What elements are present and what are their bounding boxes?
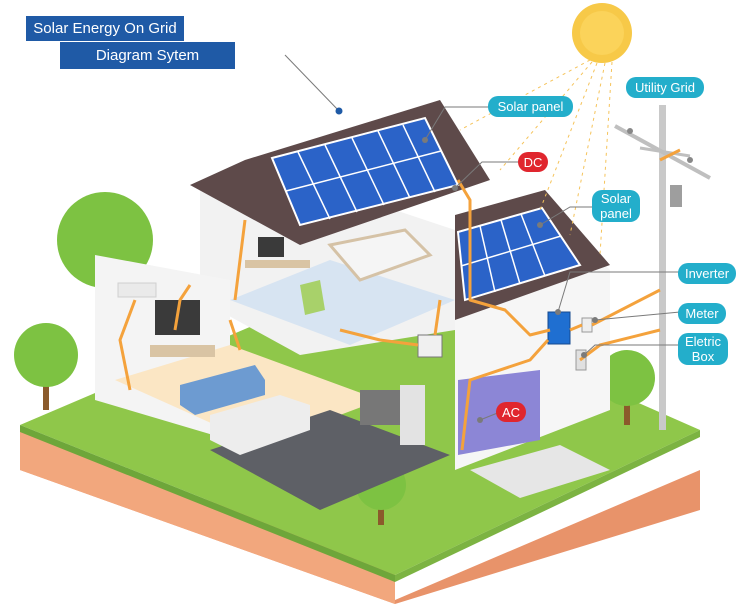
callout-leaders [284,54,681,421]
grass-edge-right [395,430,700,582]
label-electric-box-line1: Eletric [684,334,722,349]
label-utility-grid: Utility Grid [626,77,704,98]
label-solar-panel-top: Solar panel [488,96,573,117]
fridge [400,385,425,445]
grass-edge [20,425,395,582]
kitchen-island [210,395,310,455]
ac-unit [117,282,157,298]
label-solar-panel-side-line1: Solar [600,191,632,206]
desk-tv [258,237,284,257]
label-dc: DC [518,152,548,172]
label-electric-box-line2: Box [691,349,715,364]
solar-panel-array-main [270,116,460,227]
title-line-1: Solar Energy On Grid [26,16,184,41]
transformer [670,185,682,207]
ground-soil-front [20,430,395,604]
label-electric-box: Eletric Box [678,333,728,365]
meter-device [581,317,593,333]
label-meter: Meter [678,303,726,324]
label-ac: AC [496,402,526,422]
desk [245,260,310,268]
label-solar-panel-side-line2: panel [600,206,632,221]
chair [300,280,325,315]
pole-crossarm-2 [639,146,691,158]
callout-dot-title [335,107,343,115]
tree-left-front [14,323,78,410]
bed [327,228,433,282]
wall-panel [417,334,443,358]
sofa [180,365,265,415]
label-inverter: Inverter [678,263,736,284]
inverter-device [547,311,571,345]
ground-soil [20,430,700,604]
title-line-2: Diagram Sytem [60,42,235,69]
utility-pole [659,105,666,430]
stove [360,390,400,425]
sidewalk [470,445,610,498]
tree-right [599,350,655,425]
upper-floor [230,260,455,345]
label-solar-panel-side: Solar panel [592,190,640,222]
tv-stand [150,345,215,357]
solar-panel-array-side [456,206,582,302]
